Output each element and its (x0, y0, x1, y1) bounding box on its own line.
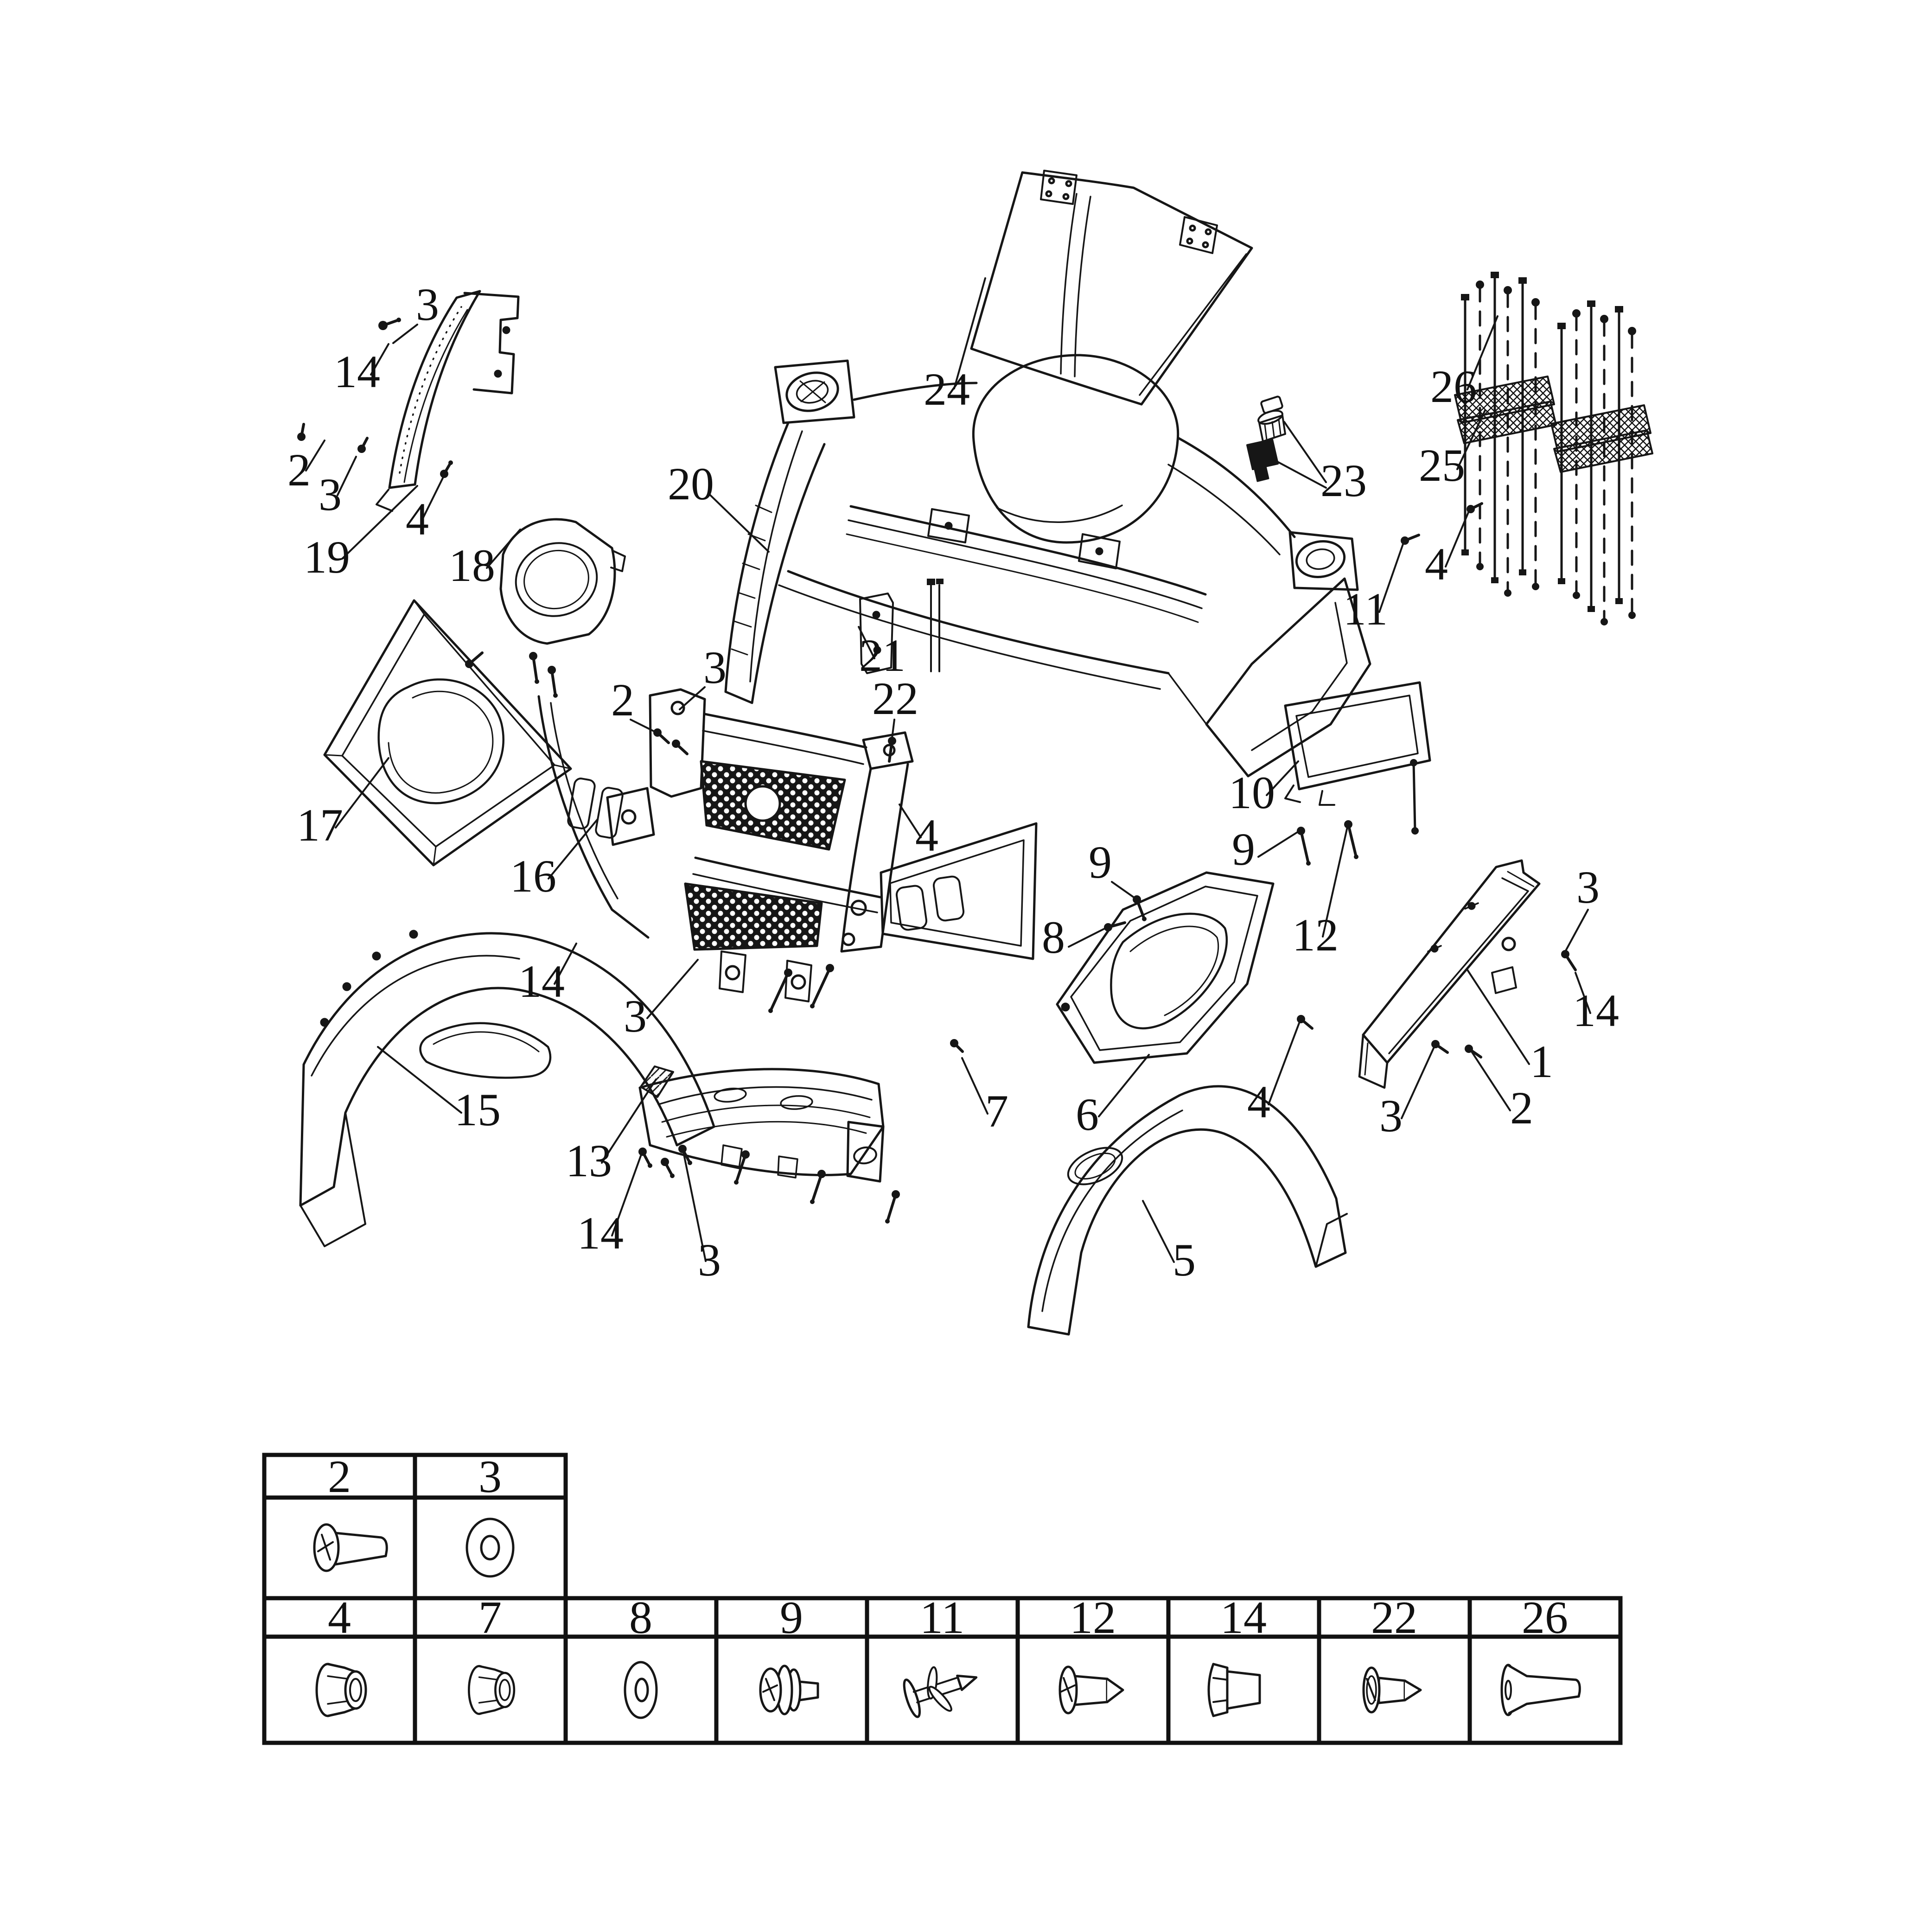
callout-11: 11 (1343, 583, 1388, 635)
table-header-12: 12 (1070, 1592, 1116, 1643)
callout-3-b: 3 (319, 469, 342, 520)
leader-lines (305, 277, 1591, 1263)
flange-nut-icon (315, 1663, 367, 1717)
table-header-8: 8 (629, 1592, 652, 1643)
callout-4-c: 4 (915, 810, 938, 861)
callout-13: 13 (566, 1135, 612, 1186)
table-header-7: 7 (478, 1592, 502, 1643)
part-26-rod-cluster-right (1550, 300, 1653, 625)
callout-24: 24 (924, 363, 970, 415)
callout-9-b: 9 (1232, 823, 1255, 875)
callout-2-b: 2 (611, 674, 634, 726)
table-header-4: 4 (328, 1592, 351, 1643)
table-header-14: 14 (1220, 1592, 1267, 1643)
callout-26: 26 (1430, 361, 1477, 412)
callout-14-a: 14 (334, 346, 380, 397)
callout-2-c: 2 (1510, 1082, 1533, 1134)
flat-washer-icon (465, 1518, 515, 1578)
part-1-side-sill-panel (1358, 859, 1541, 1089)
callout-8: 8 (1042, 912, 1065, 963)
table-header-11: 11 (920, 1592, 964, 1643)
self-tapping-screw-icon (1362, 1666, 1422, 1714)
callout-20: 20 (668, 458, 714, 510)
table-header-26: 26 (1522, 1592, 1568, 1643)
callout-14-d: 14 (518, 956, 565, 1007)
callout-4-d: 4 (1247, 1076, 1270, 1128)
callout-10: 10 (1229, 767, 1275, 818)
callout-18: 18 (449, 540, 495, 591)
part-25-26-rod-cluster-left (1454, 272, 1557, 597)
callout-3-c: 3 (703, 642, 727, 693)
callout-4-a: 4 (406, 493, 429, 545)
part-23-cap (1246, 395, 1286, 482)
callout-21: 21 (859, 630, 905, 681)
callout-9-a: 9 (1089, 836, 1112, 888)
part-10-headlight (1284, 681, 1431, 806)
part-18-headlight (499, 518, 626, 645)
part-20-front-body (724, 354, 1371, 778)
callout-17: 17 (297, 799, 343, 851)
table-header-3: 3 (478, 1451, 502, 1502)
callout-23: 23 (1320, 455, 1367, 506)
screw-with-washers-icon (759, 1664, 819, 1715)
callout-5: 5 (1173, 1234, 1196, 1286)
hardware-table-headers: 2 3 4 7 8 9 11 12 14 22 26 (328, 1451, 1568, 1643)
self-tapping-screw-icon (1058, 1665, 1124, 1715)
callout-15: 15 (454, 1084, 501, 1135)
hex-flange-bolt-icon (1207, 1663, 1261, 1717)
callout-3-a: 3 (416, 279, 439, 330)
callout-3-g: 3 (624, 990, 647, 1042)
callout-22: 22 (872, 673, 918, 724)
truss-head-bolt-icon (313, 1523, 388, 1572)
callout-19: 19 (304, 531, 350, 583)
part-24-hood-panel (970, 170, 1253, 406)
callout-3-e: 3 (1576, 861, 1600, 913)
expansion-rivet-icon (903, 1666, 978, 1718)
part-19-pillar-trim (376, 290, 520, 512)
callout-2-a: 2 (287, 444, 311, 496)
callout-4-b: 4 (1425, 538, 1448, 590)
callout-14-c: 14 (577, 1207, 624, 1259)
callouts: 3 14 2 3 4 19 18 20 24 23 26 25 4 11 17 … (287, 279, 1619, 1286)
table-header-9: 9 (780, 1592, 803, 1643)
part-17-inner-panel (323, 599, 572, 867)
callout-3-d: 3 (1379, 1090, 1403, 1141)
part-15-fender-flare-left (299, 930, 715, 1247)
hardware-table-lower (262, 1596, 1623, 1745)
flange-nut-icon (468, 1665, 516, 1715)
table-header-2: 2 (328, 1451, 351, 1502)
part-16-grille-fascia (537, 688, 1038, 1002)
callout-6: 6 (1076, 1089, 1099, 1140)
callout-25: 25 (1419, 440, 1465, 491)
hardware-table: 2 3 4 7 8 9 11 12 14 22 26 (262, 1451, 1623, 1745)
part-5-fender-flare-right (1027, 1085, 1348, 1336)
callout-7: 7 (985, 1085, 1008, 1137)
callout-16: 16 (510, 850, 556, 902)
flat-washer-icon (624, 1661, 658, 1719)
callout-1: 1 (1530, 1036, 1553, 1087)
table-header-22: 22 (1371, 1592, 1417, 1643)
callout-14-b: 14 (1573, 985, 1619, 1036)
callout-3-f: 3 (698, 1234, 721, 1286)
countersunk-sleeve-bolt-icon (1500, 1664, 1581, 1716)
callout-12: 12 (1292, 909, 1339, 961)
